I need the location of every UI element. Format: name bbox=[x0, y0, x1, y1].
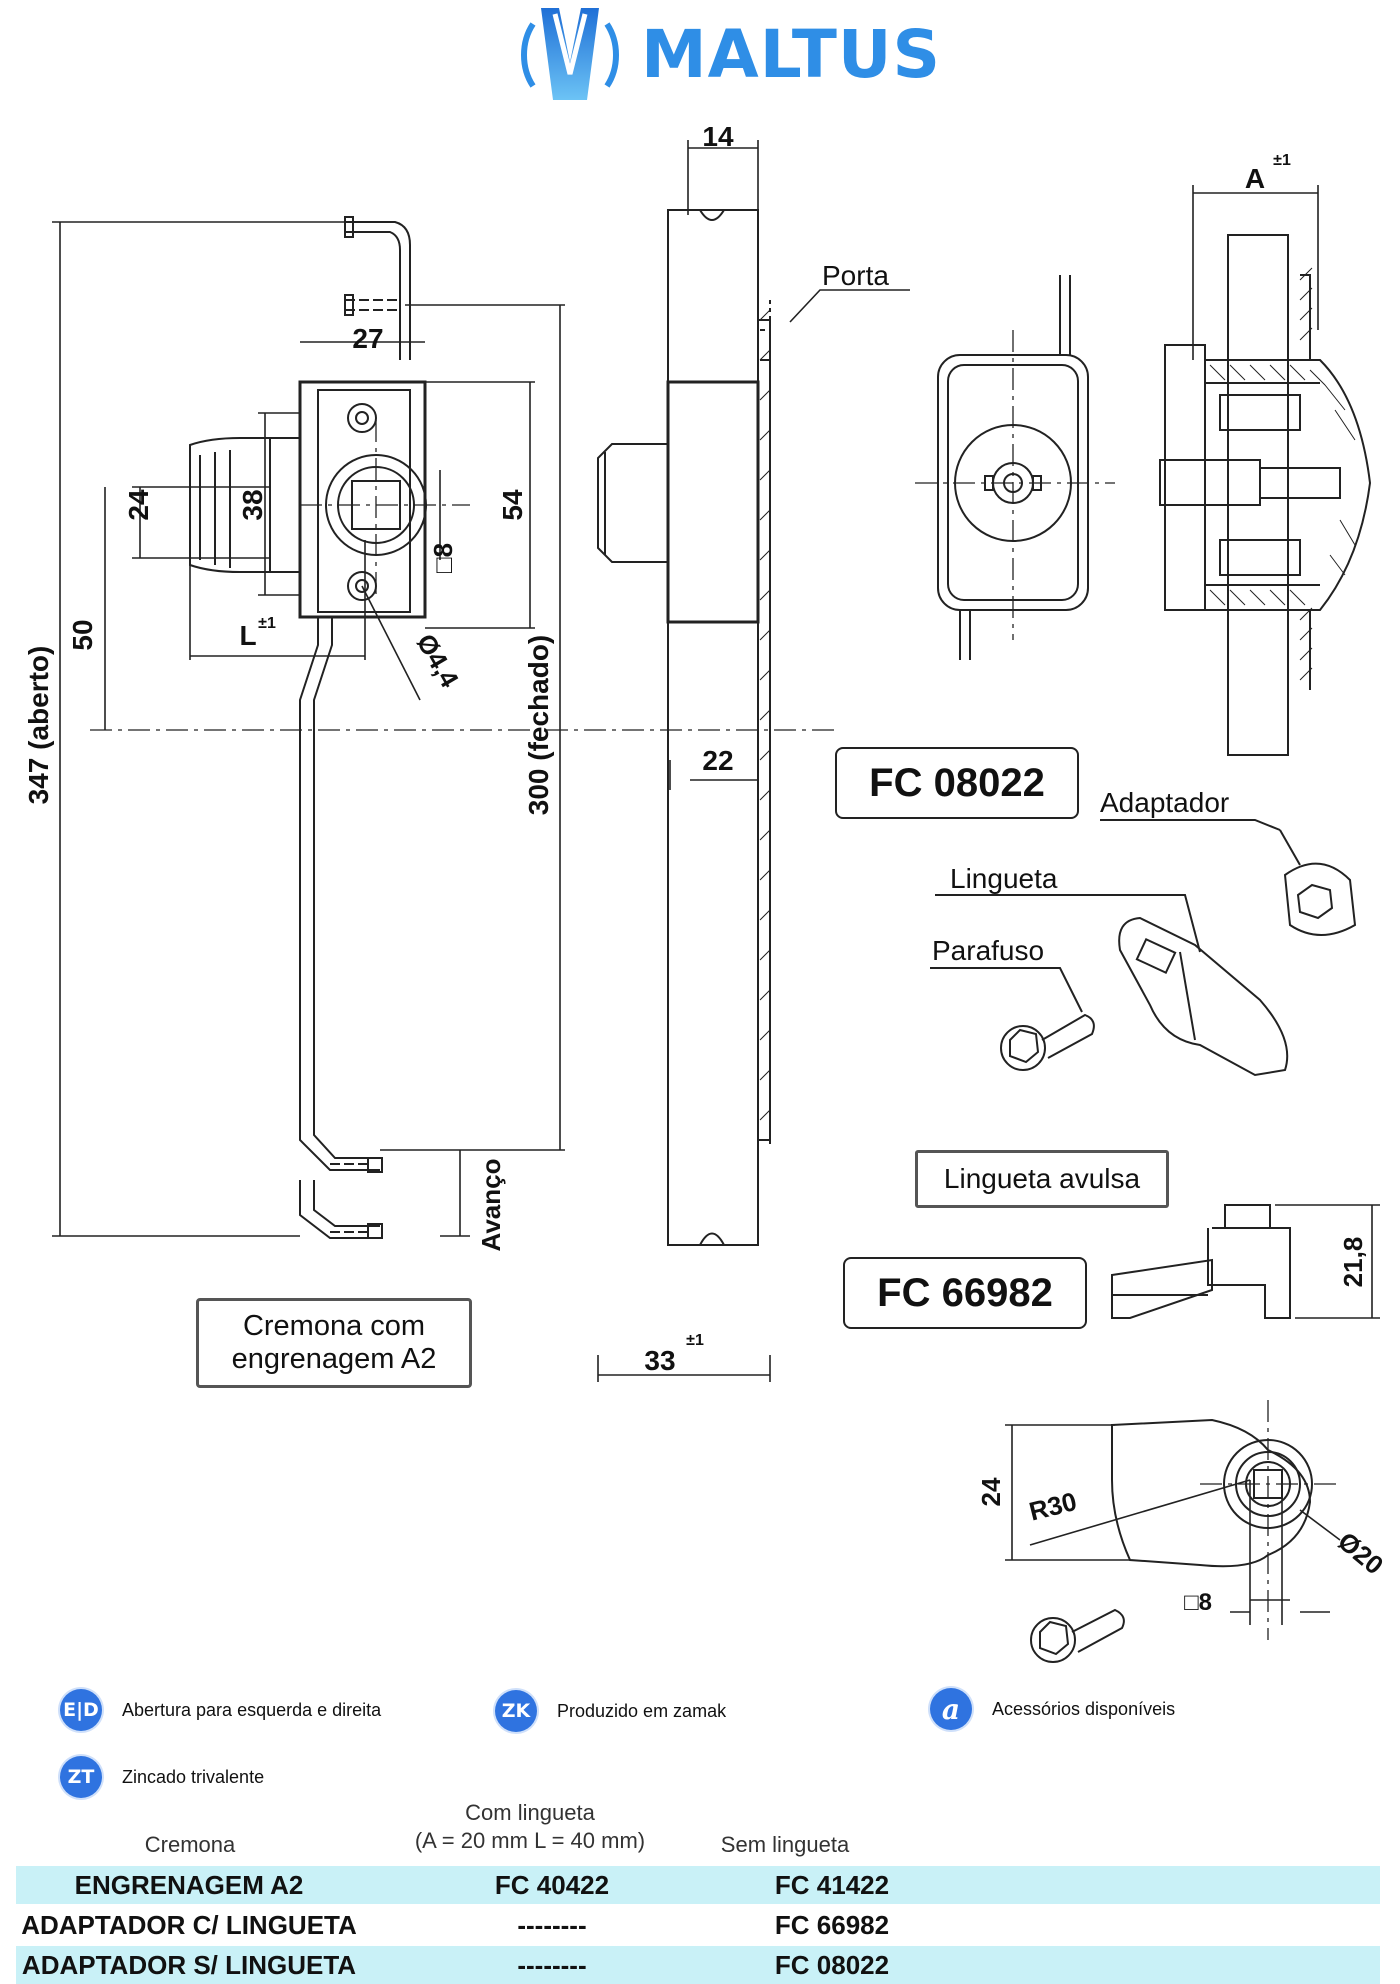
zamak-icon: ZK bbox=[495, 1690, 537, 1732]
dim-24b: 24 bbox=[976, 1477, 1006, 1506]
dim-r30: R30 bbox=[1026, 1486, 1080, 1527]
loose-tongue-side-view bbox=[1111, 1204, 1291, 1319]
dim-4-4: Ø4,4 bbox=[411, 629, 465, 693]
table-cell-with-tongue: -------- bbox=[517, 1949, 587, 1980]
table-row: ENGRENAGEM A2 FC 40422 FC 41422 bbox=[16, 1866, 1380, 1904]
brand-name: MALTUS bbox=[641, 15, 942, 93]
dim-l: L bbox=[239, 620, 256, 651]
cremona-side-view bbox=[597, 209, 771, 1246]
feature-text: Abertura para esquerda e direita bbox=[122, 1699, 382, 1720]
label-parafuso: Parafuso bbox=[932, 935, 1044, 966]
dim-24: 24 bbox=[123, 489, 154, 521]
dim-347: 347 (aberto) bbox=[23, 646, 54, 805]
feature-zinc-plated: ZT Zincado trivalente bbox=[60, 1756, 264, 1798]
dim-33-tol: ±1 bbox=[686, 1332, 704, 1349]
cremona-caption: Cremona com engrenagem A2 bbox=[196, 1298, 472, 1388]
dim-a-tol: ±1 bbox=[1273, 152, 1291, 169]
loose-tongue-top-view bbox=[1030, 1418, 1313, 1663]
dim-8: □8 bbox=[428, 543, 458, 573]
dim-300: 300 (fechado) bbox=[523, 635, 554, 816]
table-header-cremona: Cremona bbox=[144, 1832, 236, 1857]
dim-21-8: 21,8 bbox=[1338, 1237, 1368, 1288]
dim-14: 14 bbox=[702, 121, 734, 152]
dim-l-tol: ±1 bbox=[258, 615, 276, 632]
feature-left-right-opening: E|D Abertura para esquerda e direita bbox=[60, 1689, 381, 1731]
zinc-plated-icon: ZT bbox=[60, 1756, 102, 1798]
dim-27: 27 bbox=[352, 323, 383, 354]
table-cell-without-tongue: FC 66982 bbox=[774, 1909, 890, 1940]
lingueta-part bbox=[935, 894, 1289, 1077]
accessories-icon: a bbox=[930, 1688, 972, 1730]
code-fc08022-box: FC 08022 bbox=[835, 747, 1079, 819]
adapter-section-view bbox=[1159, 234, 1372, 756]
table-header-with-tongue: Com lingueta (A = 20 mm L = 40 mm) bbox=[400, 1799, 660, 1854]
parafuso-part bbox=[930, 967, 1095, 1071]
table-cell-with-tongue: -------- bbox=[517, 1909, 587, 1940]
dim-8b: □8 bbox=[1184, 1589, 1212, 1616]
table-cell-model: ENGRENAGEM A2 bbox=[74, 1869, 304, 1900]
dim-20: Ø20 bbox=[1332, 1526, 1389, 1581]
dim-avanco: Avanço bbox=[476, 1159, 506, 1252]
left-right-opening-icon: E|D bbox=[60, 1689, 102, 1731]
dim-50: 50 bbox=[67, 619, 98, 650]
cremona-caption-line2: engrenagem A2 bbox=[231, 1343, 437, 1375]
cremona-caption-line1: Cremona com bbox=[242, 1309, 426, 1342]
table-row: ADAPTADOR S/ LINGUETA -------- FC 08022 bbox=[16, 1946, 1380, 1984]
table-header-with-tongue-line2: (A = 20 mm L = 40 mm) bbox=[414, 1827, 646, 1853]
feature-text: Produzido em zamak bbox=[557, 1700, 727, 1721]
label-lingueta: Lingueta bbox=[950, 863, 1058, 894]
feature-accessories: a Acessórios disponíveis bbox=[930, 1688, 1175, 1730]
dim-a: A bbox=[1245, 163, 1265, 194]
table-cell-with-tongue: FC 40422 bbox=[494, 1869, 610, 1900]
brand-logo: MALTUS bbox=[515, 2, 941, 106]
table-header-without-tongue: Sem lingueta bbox=[720, 1832, 850, 1857]
dim-38: 38 bbox=[237, 489, 268, 520]
adaptador-part bbox=[1100, 819, 1357, 936]
feature-zamak: ZK Produzido em zamak bbox=[495, 1690, 726, 1732]
feature-text: Zincado trivalente bbox=[122, 1766, 265, 1787]
maltus-logo-mark-icon bbox=[521, 8, 619, 100]
dim-33: 33 bbox=[644, 1345, 675, 1376]
table-cell-model: ADAPTADOR S/ LINGUETA bbox=[21, 1949, 357, 1980]
cremona-front-view bbox=[189, 216, 427, 1239]
loose-tongue-label: Lingueta avulsa bbox=[915, 1150, 1169, 1208]
feature-text: Acessórios disponíveis bbox=[992, 1698, 1176, 1719]
table-header-with-tongue-line1: Com lingueta bbox=[465, 1800, 595, 1825]
table-row: ADAPTADOR C/ LINGUETA -------- FC 66982 bbox=[16, 1906, 1380, 1944]
code-fc66982-box: FC 66982 bbox=[843, 1257, 1087, 1329]
table-cell-without-tongue: FC 41422 bbox=[774, 1869, 890, 1900]
label-porta: Porta bbox=[822, 260, 889, 291]
dim-54: 54 bbox=[497, 489, 528, 521]
table-cell-model: ADAPTADOR C/ LINGUETA bbox=[21, 1909, 357, 1940]
table-cell-without-tongue: FC 08022 bbox=[774, 1949, 890, 1980]
label-adaptador: Adaptador bbox=[1100, 787, 1229, 818]
dim-22: 22 bbox=[702, 745, 733, 776]
